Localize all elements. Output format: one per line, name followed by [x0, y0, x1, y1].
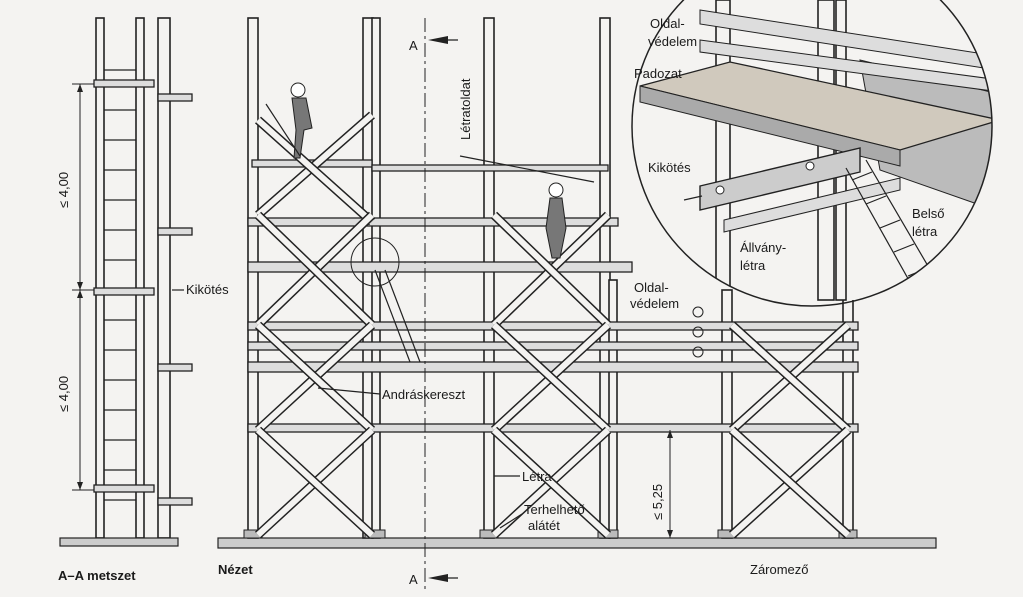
detail-padozat: Padozat	[634, 66, 682, 81]
section-marker-top: A	[409, 38, 418, 53]
kikotes-label-section: Kikötés	[186, 282, 229, 297]
section-view: ≤ 4,00 ≤ 4,00	[56, 17, 193, 547]
detail-kikotes: Kikötés	[648, 160, 691, 175]
front-view: ≤ 5,25	[217, 17, 937, 590]
detail-oldalvedelem-1: Oldal-	[650, 16, 685, 31]
oldalvedelem-label-2: védelem	[630, 296, 679, 311]
detail-belso-2: létra	[912, 224, 938, 239]
terhelheto-label-2: alátét	[528, 518, 560, 533]
detail-belso-1: Belső	[912, 206, 945, 221]
detail-oldalvedelem-2: védelem	[648, 34, 697, 49]
detail-view	[632, 0, 992, 301]
section-ladder	[104, 69, 136, 501]
view-title: Nézet	[218, 562, 253, 577]
section-marker-bottom: A	[409, 572, 418, 587]
andraskereszt-label: Andráskereszt	[382, 387, 465, 402]
terhelheto-label-1: Terhelhető	[524, 502, 585, 517]
dim-lower-label: ≤ 4,00	[56, 376, 71, 412]
dim-end-label: ≤ 5,25	[650, 484, 665, 520]
worker-upper-left	[265, 82, 313, 159]
ground	[217, 537, 937, 549]
detail-allvany-2: létra	[740, 258, 766, 273]
worker-upper-right	[459, 155, 595, 259]
section-title: A–A metszet	[58, 568, 136, 583]
dim-upper-label: ≤ 4,00	[56, 172, 71, 208]
letratoldat-label: Létratoldat	[458, 78, 473, 140]
oldalvedelem-label-1: Oldal-	[634, 280, 669, 295]
zaromezo-label: Záromező	[750, 562, 809, 577]
detail-allvany-1: Állvány-	[740, 240, 786, 255]
letra-label: Létra	[522, 469, 552, 484]
cross-braces	[254, 111, 852, 539]
